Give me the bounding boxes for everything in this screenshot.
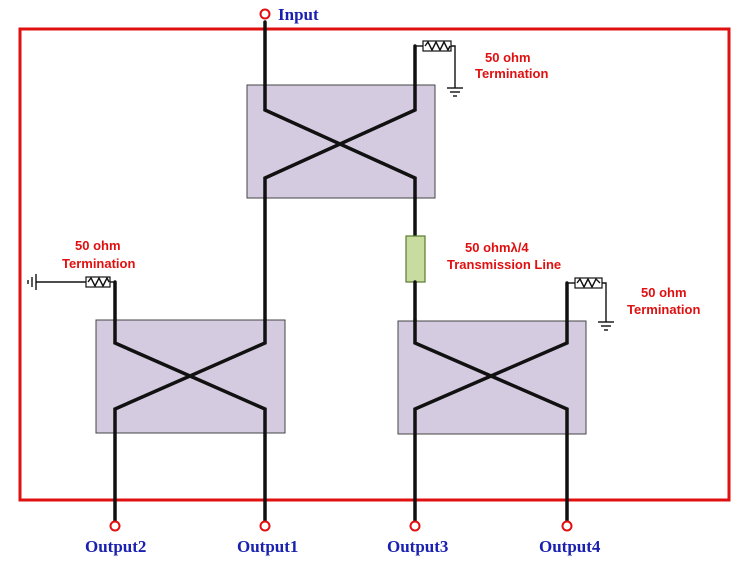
output2-port xyxy=(109,520,121,532)
term-top-line2: Termination xyxy=(475,66,548,81)
termination-left xyxy=(27,274,115,290)
output3-port xyxy=(409,520,421,532)
term-top-line1: 50 ohm xyxy=(485,50,531,65)
enclosure-frame xyxy=(18,27,731,502)
hybrid-right-path-b xyxy=(413,281,569,525)
tline-line2: Transmission Line xyxy=(447,257,561,272)
ground-icon xyxy=(27,274,37,290)
termination-right xyxy=(567,277,614,331)
ground-icon xyxy=(447,87,463,97)
ground-icon xyxy=(598,321,614,331)
output3-label: Output3 xyxy=(387,537,448,556)
termination-right-ground-lead xyxy=(602,282,607,322)
resistor-zigzag xyxy=(424,40,451,52)
termination-top-ground-lead xyxy=(451,45,456,88)
term-right-line1: 50 ohm xyxy=(641,285,687,300)
termination-top xyxy=(415,40,463,97)
input-label: Input xyxy=(278,5,319,24)
hybrid-left-path-b xyxy=(113,318,267,525)
resistor-zigzag xyxy=(576,277,601,289)
tline-line1: 50 ohmλ/4 xyxy=(465,240,529,255)
output2-label: Output2 xyxy=(85,537,146,556)
output1-port xyxy=(259,520,271,532)
term-left-line2: Termination xyxy=(62,256,135,271)
hybrid-coupler-top-body xyxy=(246,84,436,199)
term-right-line2: Termination xyxy=(627,302,700,317)
term-left-line1: 50 ohm xyxy=(75,238,121,253)
hybrid-coupler-right xyxy=(397,281,587,525)
output1-label: Output1 xyxy=(237,537,298,556)
hybrid-coupler-top xyxy=(246,20,436,200)
output4-label: Output4 xyxy=(539,537,601,556)
hybrid-coupler-left xyxy=(95,280,286,525)
resistor-zigzag xyxy=(87,276,110,288)
input-port xyxy=(259,8,271,20)
output4-port xyxy=(561,520,573,532)
transmission-line xyxy=(405,235,426,283)
hybrid-top-path-b xyxy=(263,44,417,200)
